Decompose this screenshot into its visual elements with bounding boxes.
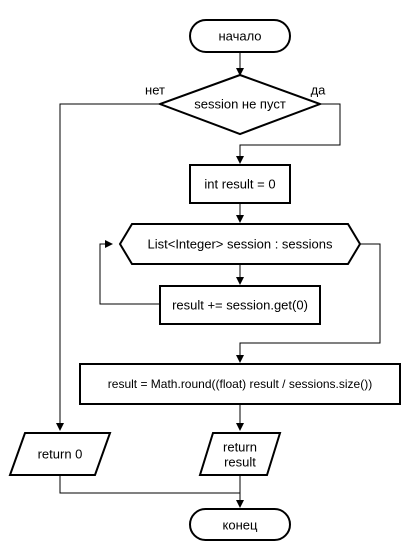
branch-no-label: нет bbox=[145, 83, 165, 98]
return-result-label-line1: return bbox=[223, 440, 257, 455]
compute-box bbox=[79, 363, 401, 405]
start-terminator: начало bbox=[189, 19, 291, 53]
compute-process: result = Math.round((float) result / ses… bbox=[79, 363, 401, 405]
return-result-output: return result bbox=[198, 432, 282, 476]
end-terminator: конец bbox=[189, 508, 291, 541]
condition-diamond bbox=[157, 73, 323, 136]
accumulate-box bbox=[159, 285, 321, 325]
end-label: конец bbox=[223, 518, 258, 533]
arrow-yes-to-init bbox=[236, 103, 341, 164]
start-shape bbox=[189, 19, 291, 53]
arrow-accumulate-back-to-loop bbox=[99, 240, 160, 305]
compute-label: result = Math.round((float) result / ses… bbox=[108, 377, 372, 391]
return-zero-label: return 0 bbox=[38, 447, 83, 462]
arrow-loop-exit-to-compute bbox=[236, 243, 381, 363]
loop-hexagon bbox=[118, 223, 362, 265]
init-label: int result = 0 bbox=[204, 177, 275, 192]
accumulate-process: result += session.get(0) bbox=[159, 285, 321, 325]
return-result-label-line2: result bbox=[224, 455, 256, 470]
branch-yes-label: да bbox=[311, 83, 327, 98]
loop-header: List<Integer> session : sessions bbox=[118, 223, 362, 265]
start-label: начало bbox=[218, 29, 261, 44]
accumulate-label: result += session.get(0) bbox=[172, 298, 308, 313]
condition-label: session не пуст bbox=[194, 97, 286, 112]
loop-label: List<Integer> session : sessions bbox=[148, 237, 333, 252]
init-process: int result = 0 bbox=[189, 164, 291, 204]
end-shape bbox=[189, 508, 291, 541]
line-return-zero-merge bbox=[59, 475, 240, 494]
arrow-no-to-return-zero bbox=[56, 103, 160, 431]
init-box bbox=[189, 164, 291, 204]
return-zero-parallelogram bbox=[8, 432, 112, 476]
return-result-parallelogram bbox=[198, 432, 282, 476]
return-zero-output: return 0 bbox=[8, 432, 112, 476]
connectors bbox=[56, 52, 381, 508]
condition-decision: session не пуст нет да bbox=[145, 73, 327, 136]
